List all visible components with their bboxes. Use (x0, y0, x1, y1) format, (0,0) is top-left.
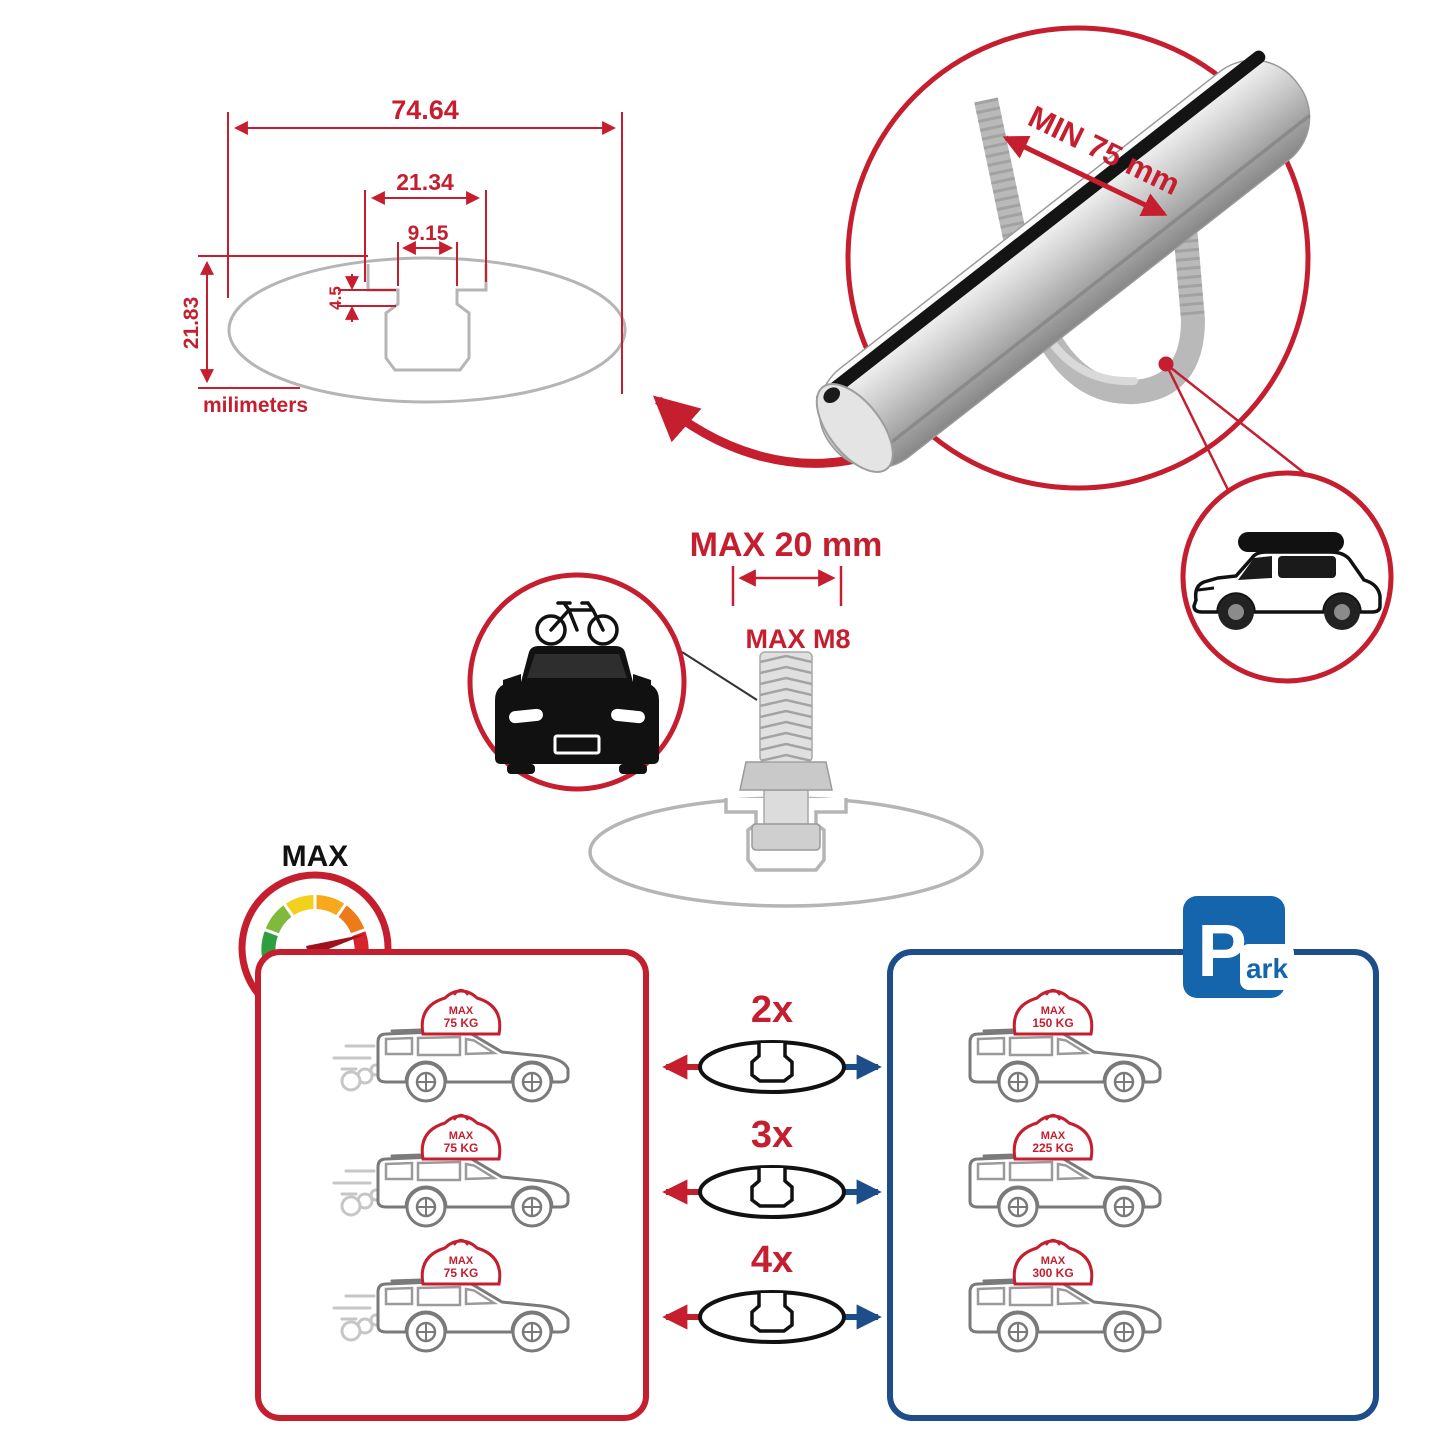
vehicle-roofbox-circle (1180, 470, 1394, 684)
dim-total-width-label: 74.64 (391, 95, 459, 125)
dimension-flange-width (364, 190, 487, 282)
profile-ellipse-outline (227, 256, 627, 404)
multiplier-row-1: 2x (662, 989, 882, 1094)
dim-slot-width-label: 9.15 (408, 222, 449, 245)
crossbar-end-cap (815, 382, 894, 473)
park-sign: P ark (1183, 896, 1294, 998)
suv-with-roofbox-icon (1192, 532, 1382, 630)
driving-row-1: MAX 75 KG (332, 988, 570, 1103)
car-front-with-bike-icon (495, 601, 659, 774)
park-sign-letter: P (1197, 909, 1246, 992)
dimension-slot-width (397, 241, 458, 286)
multiplier-label: 2x (751, 989, 793, 1031)
min-span-arrow (1002, 135, 1168, 217)
pod-weight-label: 150 KG (1032, 1016, 1073, 1030)
dim-total-height-label: 21.83 (180, 297, 203, 350)
bar-detail-circle: MIN 75 mm (815, 25, 1323, 499)
crossbar-profile-icon (698, 1165, 846, 1219)
profile-dimension-diagram: 74.64 21.34 9.15 4.5 21.83 milimeters (180, 95, 882, 468)
dim-flange-width-label: 21.34 (396, 169, 454, 195)
multiplier-row-3: 4x (662, 1239, 882, 1344)
dimension-total-width (227, 112, 623, 394)
multiplier-column: 2x 3x 4x (662, 989, 882, 1344)
pod-weight-label: 75 KG (444, 1266, 479, 1280)
park-sign-chip (1240, 944, 1294, 990)
dimension-total-height (198, 255, 368, 389)
park-sign-suffix: ark (1246, 953, 1288, 984)
gauge-title: MAX (282, 840, 349, 873)
parked-panel-rows: MAX 150 KG MAX 225 KG MAX 300 KG (968, 988, 1162, 1353)
dim-lip-height-label: 4.5 (326, 286, 345, 310)
multiplier-label: 4x (751, 1239, 793, 1281)
bolt-detail: MAX 20 mm MAX M8 (467, 526, 984, 908)
bike-icon (535, 601, 619, 646)
car-body (495, 682, 659, 764)
driving-row-2: MAX 75 KG (332, 1113, 570, 1228)
multiplier-row-2: 3x (662, 1114, 882, 1219)
stud-collar (739, 761, 833, 791)
multiplier-label: 3x (751, 1114, 793, 1156)
driving-panel-rows: MAX 75 KG MAX 75 KG MAX 75 KG (332, 988, 570, 1353)
driving-row-3: MAX 75 KG (332, 1238, 570, 1353)
t-nut-base (751, 823, 821, 851)
roof-box (1238, 532, 1344, 552)
parked-row-1: MAX 150 KG (968, 988, 1162, 1103)
profile-t-slot-channel (366, 264, 488, 372)
windshield (527, 654, 627, 678)
threaded-stud (739, 651, 833, 851)
headlight-right (611, 708, 645, 724)
parked-row-3: MAX 300 KG (968, 1238, 1162, 1353)
pod-max-label: MAX (449, 1130, 474, 1142)
license-plate (553, 734, 601, 755)
pod-weight-label: 75 KG (444, 1141, 479, 1155)
bike-car-circle (467, 572, 687, 792)
parked-row-2: MAX 225 KG (968, 1113, 1162, 1228)
units-label: milimeters (203, 394, 308, 417)
side-mirrors (503, 674, 651, 690)
wheel-right (619, 764, 647, 774)
circle-to-bolt-line (681, 651, 758, 701)
pod-max-label: MAX (1041, 1005, 1066, 1017)
crossbar-profile-icon (698, 1040, 846, 1094)
headlight-left (509, 708, 543, 724)
callout-lines (1164, 363, 1323, 499)
dimension-lip-height (338, 274, 396, 322)
pod-weight-label: 225 KG (1032, 1141, 1073, 1155)
max-length-label: MAX 20 mm (690, 526, 883, 564)
pod-max-label: MAX (449, 1005, 474, 1017)
max-thread-label: MAX M8 (745, 624, 850, 654)
pod-max-label: MAX (1041, 1130, 1066, 1142)
pod-max-label: MAX (1041, 1255, 1066, 1267)
gauge-ticks (261, 892, 369, 938)
wheel-left (507, 764, 535, 774)
max-length-dimension (731, 566, 843, 606)
pod-weight-label: 300 KG (1032, 1266, 1073, 1280)
pod-max-label: MAX (449, 1255, 474, 1267)
crossbar-profile-icon (698, 1290, 846, 1344)
pod-weight-label: 75 KG (444, 1016, 479, 1030)
